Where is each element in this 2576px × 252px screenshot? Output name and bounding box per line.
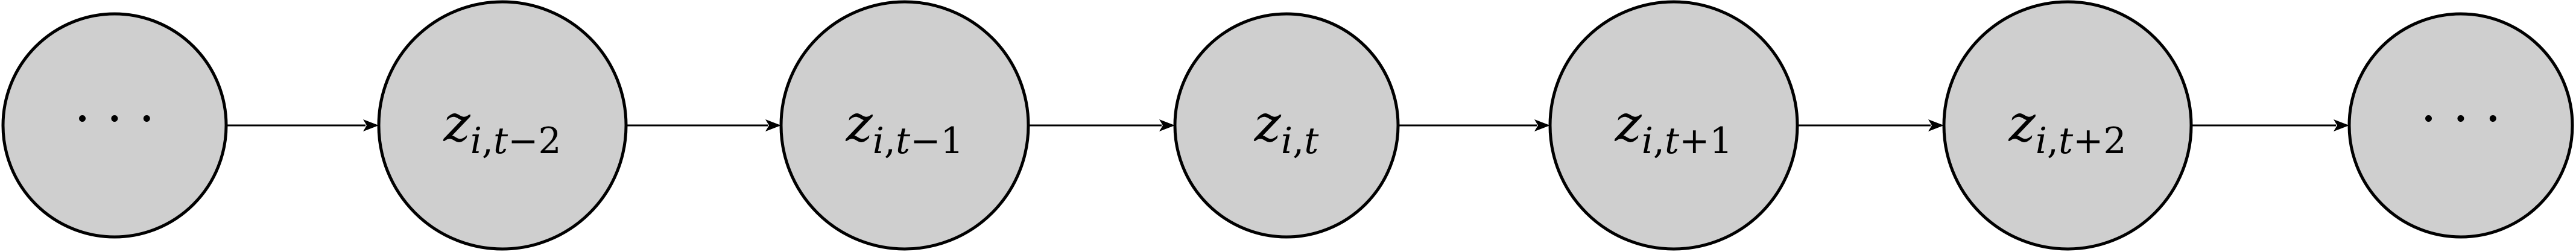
edge-n3-n4 xyxy=(1398,119,1550,131)
node-circle xyxy=(377,0,628,251)
edge-n5-n6 xyxy=(2191,119,2349,131)
node-n2: zi,t−1 xyxy=(779,0,1030,251)
ellipsis-label: · · · xyxy=(74,89,155,148)
node-n6: · · · xyxy=(2347,12,2574,239)
node-circle xyxy=(1,12,228,239)
arrowhead-icon xyxy=(363,119,379,131)
node-label: zi,t+1 xyxy=(1614,94,1732,162)
node-n4: zi,t+1 xyxy=(1548,0,1799,251)
edge-n2-n3 xyxy=(1028,119,1175,131)
node-label: zi,t+2 xyxy=(2008,94,2126,162)
node-label: zi,t xyxy=(1254,94,1320,162)
node-circle xyxy=(2347,12,2574,239)
node-label: zi,t−2 xyxy=(443,94,561,162)
node-n3: zi,t xyxy=(1173,12,1400,239)
node-circle xyxy=(1942,0,2193,251)
node-n0: · · · xyxy=(1,12,228,239)
node-circle xyxy=(1548,0,1799,251)
edge-n0-n1 xyxy=(226,119,379,131)
ellipsis-label: · · · xyxy=(2420,89,2501,148)
node-label: zi,t−1 xyxy=(845,94,963,162)
edge-n4-n5 xyxy=(1797,119,1944,131)
node-n1: zi,t−2 xyxy=(377,0,628,251)
arrowhead-icon xyxy=(2334,119,2349,131)
arrowhead-icon xyxy=(1534,119,1550,131)
arrowhead-icon xyxy=(765,119,781,131)
arrowhead-icon xyxy=(1159,119,1175,131)
node-n5: zi,t+2 xyxy=(1942,0,2193,251)
edges-layer xyxy=(226,119,2349,131)
arrowhead-icon xyxy=(1928,119,1944,131)
edge-n1-n2 xyxy=(626,119,781,131)
node-circle xyxy=(779,0,1030,251)
node-circle xyxy=(1173,12,1400,239)
